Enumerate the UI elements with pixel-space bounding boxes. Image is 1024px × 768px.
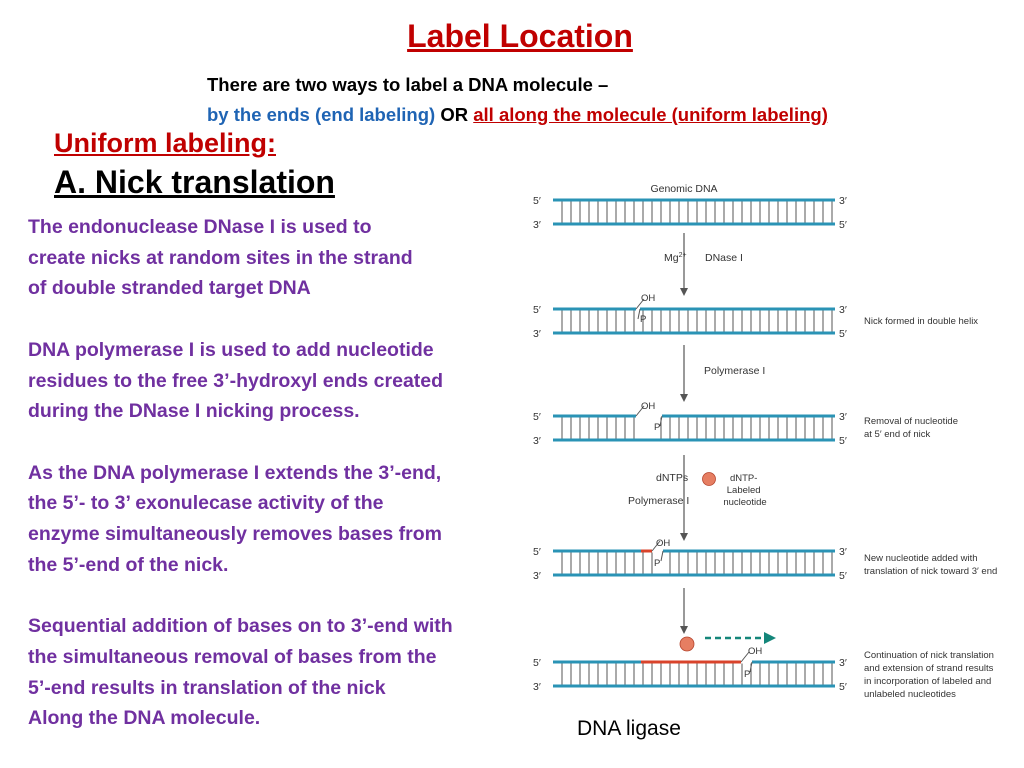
section-heading: Uniform labeling: [54,128,276,158]
text-line: the 5’- to 3’ exonulecase activity of th… [28,492,384,515]
dna-continuation: 5′ 3′ 3′ 5′ [533,651,847,693]
uniform-labeling-text: all along the molecule (uniform labeling… [473,104,828,125]
text-line: DNA polymerase I is used to add nucleoti… [28,338,434,361]
note-added: New nucleotide added with translation of… [864,553,997,577]
polymerase-label: Polymerase I [628,495,689,507]
three-prime-label: 3′ [533,435,541,447]
text-line: 5’-end results in translation of the nic… [28,676,386,699]
p-label: P [654,558,660,569]
intro-line-1: There are two ways to label a DNA molecu… [207,74,609,95]
p-marker [659,415,663,427]
three-prime-label: 3′ [533,328,541,340]
p-label: P [640,314,646,325]
labeled-nucleotide-icon [702,472,716,486]
text-line: of double stranded target DNA [28,277,311,300]
or-text: OR [440,104,469,125]
p-label: P [654,422,660,433]
oh-marker [635,298,645,310]
intro-text: There are two ways to label a DNA molecu… [207,70,828,130]
five-prime-label: 5′ [839,681,847,693]
five-prime-label: 5′ [533,546,541,558]
p-marker [637,308,641,320]
p-marker [749,661,753,673]
three-prime-label: 3′ [533,570,541,582]
five-prime-label: 5′ [533,657,541,669]
dna-new-nucleotide: 5′ 3′ 3′ 5′ [533,540,847,582]
note-removal: Removal of nucleotide at 5′ end of nick [864,416,961,440]
p-label: P [744,669,750,680]
labeled-nucleotide-icon [679,636,695,652]
oh-marker [740,651,750,663]
oh-label: OH [656,538,670,549]
five-prime-label: 5′ [839,435,847,447]
note-continuation: Continuation of nick translation and ext… [864,650,997,700]
text-line: residues to the free 3’-hydroxyl ends cr… [28,369,444,392]
p-marker [660,550,664,562]
five-prime-label: 5′ [533,304,541,316]
intro-line-2: by the ends (end labeling) OR all along … [207,100,828,130]
dna-ligase-label: DNA ligase [577,717,681,740]
three-prime-label: 3′ [839,546,847,558]
page-title: Label Location [407,18,633,54]
dna-nicked: 5′ 3′ 3′ 5′ [533,298,847,340]
description-text: The endonuclease DNase I is used to crea… [28,212,523,734]
three-prime-label: 3′ [533,219,541,231]
text-line: the 5’-end of the nick. [28,553,229,576]
five-prime-label: 5′ [839,219,847,231]
three-prime-label: 3′ [839,657,847,669]
paragraph-sequential: Sequential addition of bases on to 3’-en… [28,611,523,734]
mg-label: Mg2+ [664,252,687,264]
five-prime-label: 5′ [839,570,847,582]
dntps-label: dNTPs [656,472,688,484]
three-prime-label: 3′ [839,304,847,316]
three-prime-label: 3′ [839,411,847,423]
dna-removal: 5′ 3′ 3′ 5′ [533,405,847,447]
five-prime-label: 5′ [533,195,541,207]
oh-label: OH [748,646,762,657]
paragraph-dnase: The endonuclease DNase I is used to crea… [28,212,523,304]
three-prime-label: 3′ [839,195,847,207]
text-line: Along the DNA molecule. [28,707,261,730]
oh-marker [651,540,661,552]
text-line: The endonuclease DNase I is used to [28,216,372,238]
oh-label: OH [641,401,655,412]
text-line: create nicks at random sites in the stra… [28,246,413,269]
section-subheading: A. Nick translation [54,164,335,200]
end-labeling-text: by the ends (end labeling) [207,104,436,125]
text-line: enzyme simultaneously removes bases from [28,523,443,545]
dntp-labeled-label: dNTP- Labeled nucleotide [723,473,766,508]
polymerase-label: Polymerase I [704,365,765,377]
paragraph-polymerase: DNA polymerase I is used to add nucleoti… [28,335,523,427]
text-line: the simultaneous removal of bases from t… [28,645,437,668]
text-line: Sequential addition of bases on to 3’-en… [28,615,453,638]
five-prime-label: 5′ [533,411,541,423]
oh-marker [635,405,645,417]
paragraph-exonuclease: As the DNA polymerase I extends the 3’-e… [28,458,523,581]
oh-label: OH [641,293,655,304]
text-line: As the DNA polymerase I extends the 3’-e… [28,461,442,484]
dnase-label: DNase I [705,252,743,264]
note-nick: Nick formed in double helix [864,316,978,327]
genomic-dna-label: Genomic DNA [650,183,717,195]
three-prime-label: 3′ [533,681,541,693]
text-line: during the DNase I nicking process. [28,400,360,423]
five-prime-label: 5′ [839,328,847,340]
dna-genomic: 5′ 3′ 3′ 5′ [533,195,847,231]
